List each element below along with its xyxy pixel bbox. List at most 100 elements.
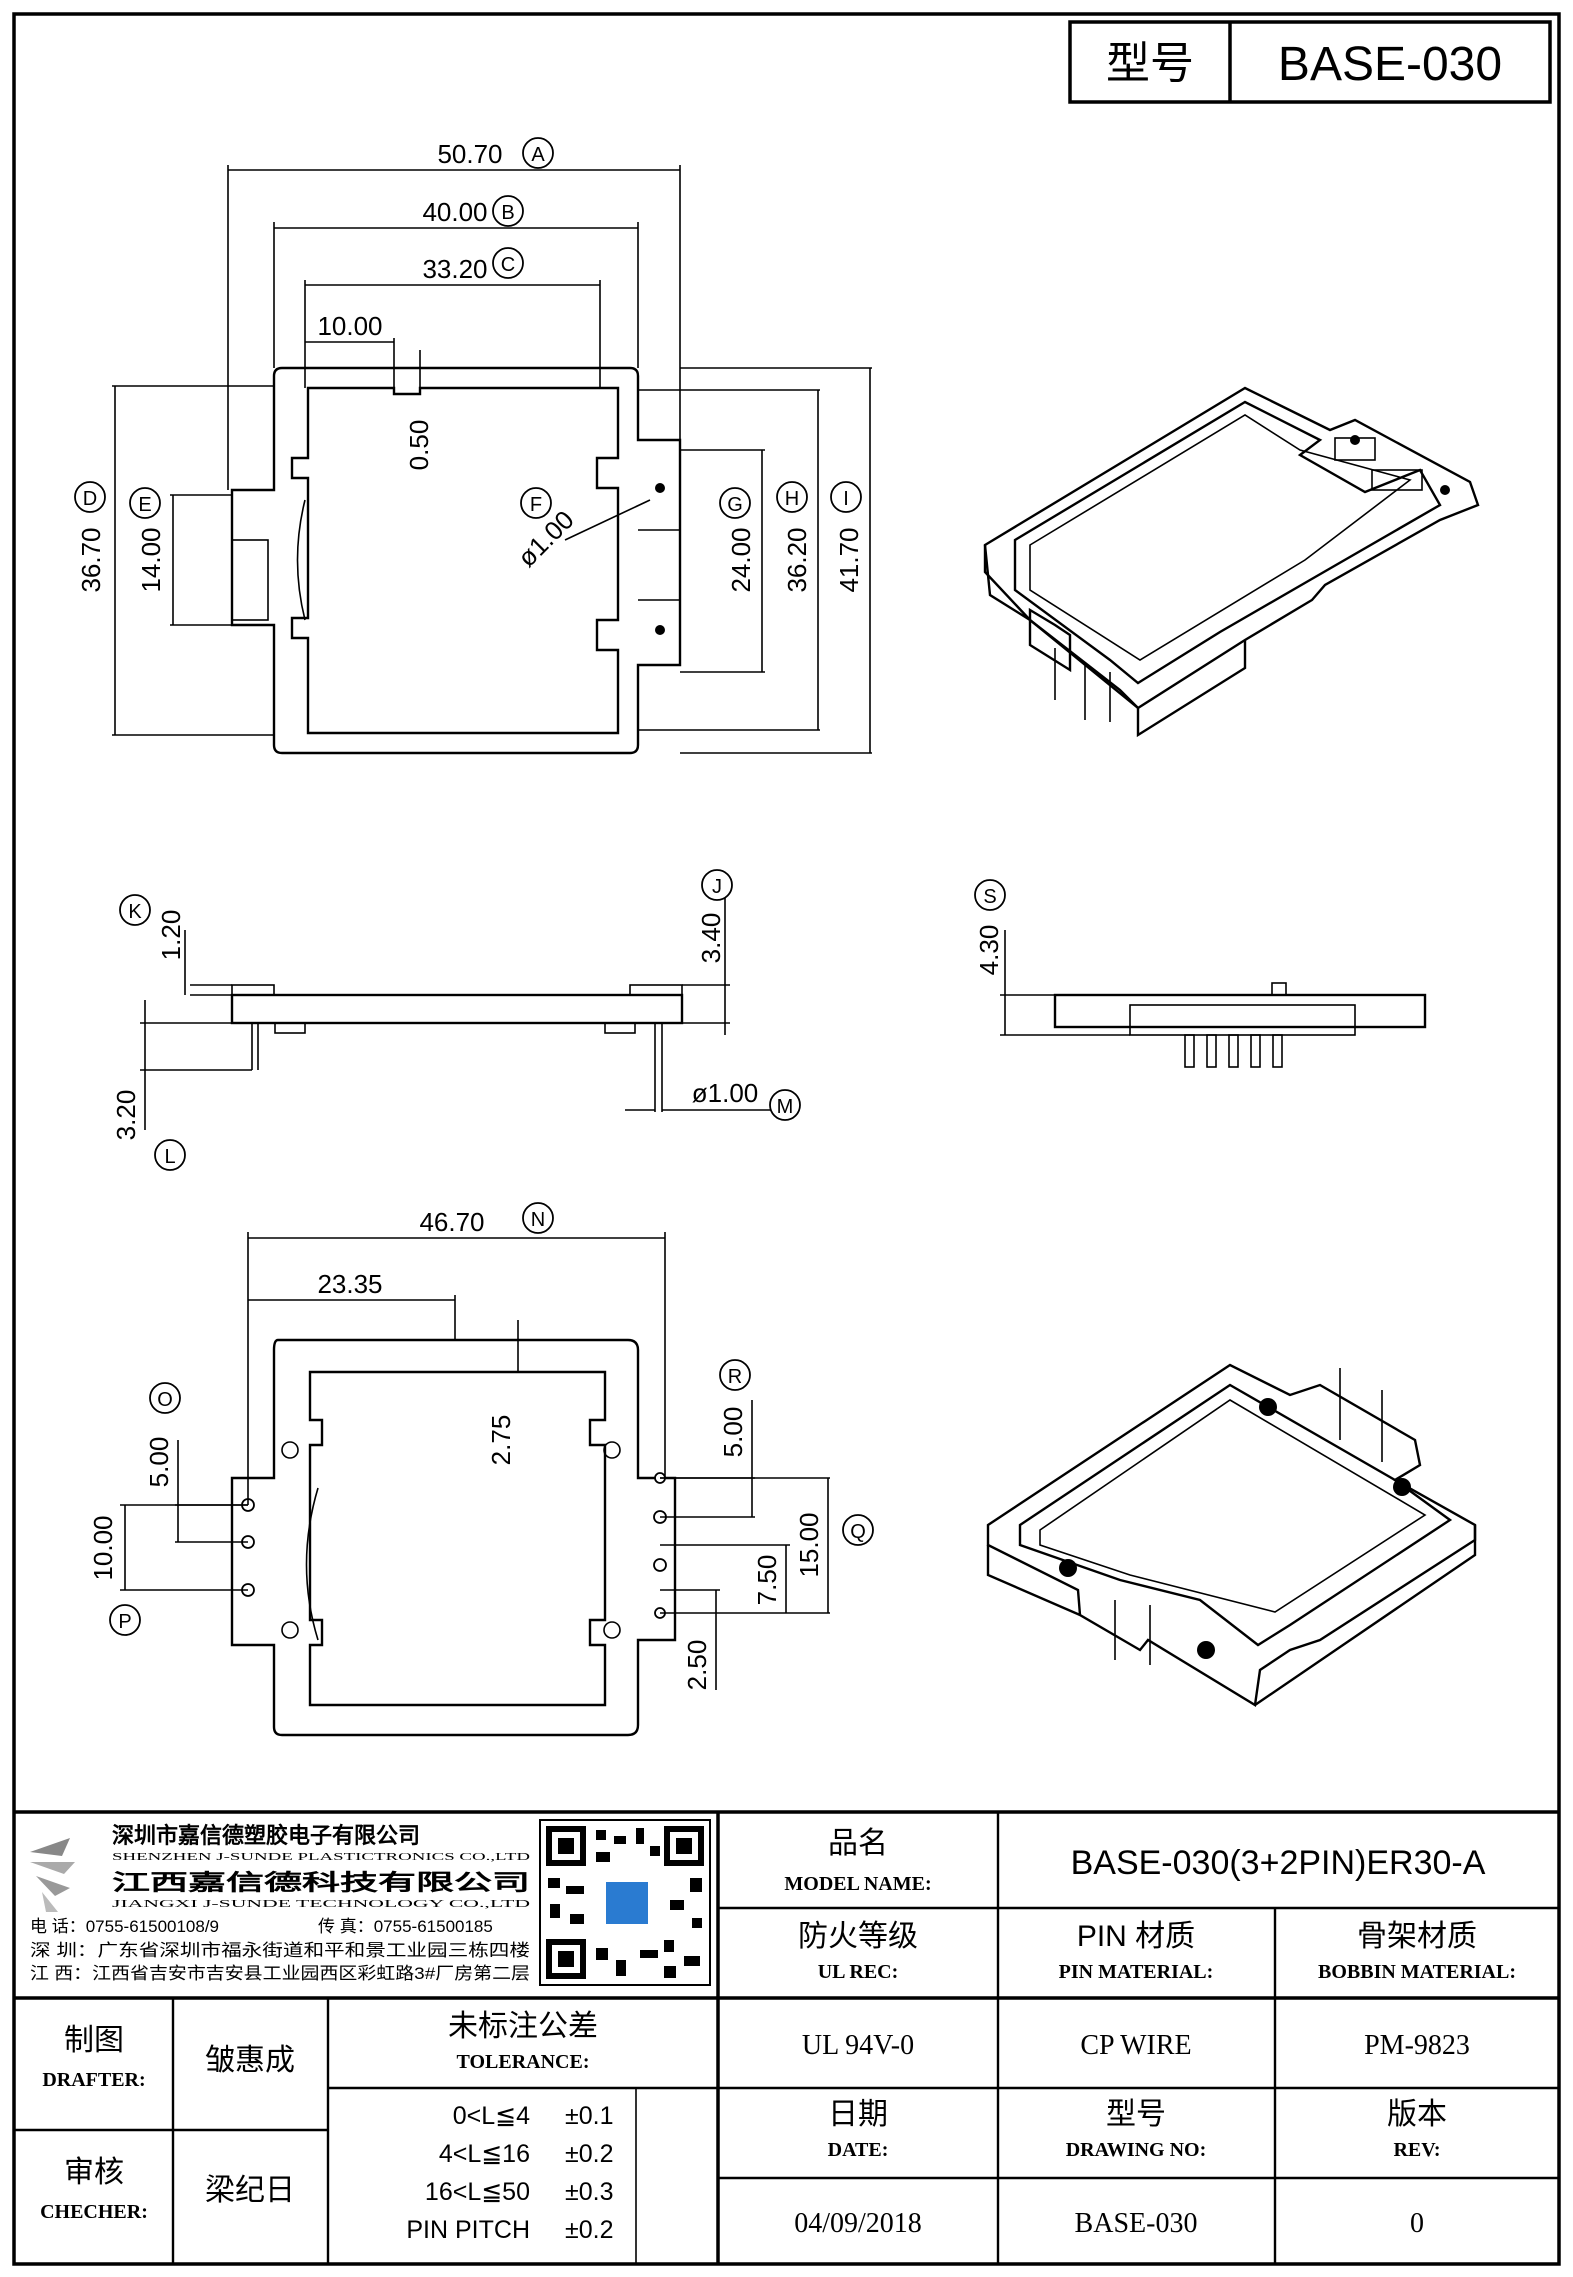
callout-q: Q: [842, 1514, 874, 1546]
header-part-number: BASE-030: [1278, 38, 1502, 91]
svg-text:O: O: [157, 1389, 173, 1411]
side-view-front: 1.20 3.40 3.20 ø1.00 K J L M: [111, 869, 801, 1171]
dim-10-value: 10.00: [317, 311, 382, 341]
callout-k: K: [119, 894, 151, 926]
callout-i: I: [830, 481, 862, 513]
rev-label-en: REV:: [1393, 2139, 1440, 2161]
callout-b: B: [492, 195, 524, 227]
dim-b-value: 40.00: [422, 197, 487, 227]
tolerance-value-3: ±0.3: [565, 2178, 613, 2206]
callout-n: N: [522, 1202, 554, 1234]
drafter-label-cn: 制图: [64, 2024, 124, 2057]
tolerance-value-4: ±0.2: [565, 2216, 613, 2244]
date-label-en: DATE:: [828, 2139, 889, 2161]
ul-label-en: UL REC:: [818, 1961, 899, 1983]
qr-code: [539, 1819, 711, 1986]
dim-i-value: 41.70: [834, 527, 864, 592]
tolerance-range-2: 4<L≦16: [439, 2140, 530, 2168]
isometric-view-top: [983, 386, 1480, 738]
pin-material-label-en: PIN MATERIAL:: [1059, 1961, 1214, 1983]
svg-text:R: R: [728, 1366, 742, 1388]
dim-c-value: 33.20: [422, 254, 487, 284]
svg-text:G: G: [727, 494, 743, 516]
callout-h: H: [776, 481, 808, 513]
callout-c: C: [492, 247, 524, 279]
dim-half-value: 23.35: [317, 1269, 382, 1299]
bobbin-material-value: PM-9823: [1364, 2030, 1470, 2061]
callout-g: G: [719, 487, 751, 519]
svg-text:D: D: [83, 488, 97, 510]
isometric-view-bottom: [986, 1363, 1477, 1707]
company-name-en-1: SHENZHEN J-SUNDE PLASTICTRONICS CO.,LTD: [112, 1851, 530, 1863]
drawing-no-label-cn: 型号: [1106, 2098, 1166, 2131]
callout-p: P: [109, 1604, 141, 1636]
bobbin-material-label-en: BOBBIN MATERIAL:: [1318, 1961, 1516, 1983]
callout-m: M: [769, 1089, 801, 1121]
date-value: 04/09/2018: [794, 2208, 922, 2239]
tolerance-range-1: 0<L≦4: [453, 2102, 530, 2130]
company-address-shenzhen: 深 圳：广东省深圳市福永街道和平和景工业园三栋四楼: [30, 1941, 530, 1960]
top-view-inner-wall: [290, 386, 620, 735]
tolerance-range-3: 16<L≦50: [425, 2178, 530, 2206]
dim-h-value: 36.20: [782, 527, 812, 592]
svg-text:Q: Q: [850, 1521, 866, 1543]
svg-text:C: C: [501, 254, 515, 276]
dim-r-value: 5.00: [718, 1407, 748, 1458]
callout-r: R: [719, 1359, 751, 1391]
svg-text:N: N: [531, 1209, 545, 1231]
dim-750-value: 7.50: [752, 1555, 782, 1606]
bobbin-material-label-cn: 骨架材质: [1357, 1920, 1477, 1953]
company-name-en-2: JIANGXI J-SUNDE TECHNOLOGY CO.,LTD: [112, 1898, 530, 1910]
company-address-jiangxi: 江 西：江西省吉安市吉安县工业园西区彩虹路3#厂房第二层: [30, 1964, 530, 1983]
dim-l-value: 3.20: [111, 1090, 141, 1141]
model-name-label-en: MODEL NAME:: [784, 1873, 931, 1895]
callout-d: D: [74, 481, 106, 513]
top-view-outline: [230, 366, 682, 755]
drafter-value: 皱惠成: [205, 2044, 295, 2077]
dim-o-value: 5.00: [144, 1437, 174, 1488]
svg-text:E: E: [138, 494, 151, 516]
svg-text:F: F: [530, 494, 542, 516]
checker-value: 梁纪日: [205, 2174, 295, 2207]
company-name-cn-2: 江西嘉信德科技有限公司: [112, 1870, 530, 1895]
dim-s-value: 4.30: [974, 925, 1004, 976]
company-phone: 电 话：0755-61500108/9: [30, 1917, 219, 1936]
tolerance-label-cn: 未标注公差: [448, 2010, 598, 2043]
callout-a: A: [522, 137, 554, 169]
callout-e: E: [129, 487, 161, 519]
dim-275-value: 2.75: [486, 1415, 516, 1466]
pin-material-value: CP WIRE: [1080, 2030, 1191, 2061]
bottom-view: 46.70 23.35 2.75 5.00 10.00 5.00 15.00 7…: [88, 1202, 874, 1737]
dim-250-value: 2.50: [682, 1640, 712, 1691]
tolerance-value-2: ±0.2: [565, 2140, 613, 2168]
callout-j: J: [701, 869, 733, 901]
checker-label-cn: 审核: [64, 2156, 124, 2189]
title-block: 深圳市嘉信德塑胶电子有限公司 SHENZHEN J-SUNDE PLASTICT…: [14, 1810, 1559, 2264]
header-label: 型号: [1106, 39, 1194, 88]
date-label-cn: 日期: [828, 2098, 888, 2131]
callout-l: L: [154, 1139, 186, 1171]
dim-m-value: ø1.00: [692, 1078, 759, 1108]
company-logo: [30, 1838, 75, 1912]
dim-g-value: 24.00: [726, 527, 756, 592]
side-view-right: 4.30 S: [974, 879, 1427, 1068]
drawing-no-label-en: DRAWING NO:: [1066, 2139, 1207, 2161]
dim-a-value: 50.70: [437, 139, 502, 169]
callout-f: F: [520, 487, 552, 519]
tolerance-value-1: ±0.1: [565, 2102, 613, 2130]
dim-d-value: 36.70: [76, 527, 106, 592]
drawing-no-value: BASE-030: [1075, 2208, 1198, 2239]
pin-material-label-cn: PIN 材质: [1077, 1920, 1195, 1953]
tolerance-label-en: TOLERANCE:: [457, 2051, 590, 2073]
svg-text:I: I: [843, 488, 849, 510]
company-fax: 传 真：0755-61500185: [318, 1917, 493, 1936]
ul-value: UL 94V-0: [802, 2030, 914, 2061]
dim-e-value: 14.00: [136, 527, 166, 592]
dim-n-value: 46.70: [419, 1207, 484, 1237]
drafter-label-en: DRAFTER:: [42, 2069, 145, 2091]
model-name-value: BASE-030(3+2PIN)ER30-A: [1071, 1844, 1486, 1882]
svg-text:S: S: [983, 886, 996, 908]
svg-text:P: P: [118, 1611, 131, 1633]
svg-text:H: H: [785, 488, 799, 510]
